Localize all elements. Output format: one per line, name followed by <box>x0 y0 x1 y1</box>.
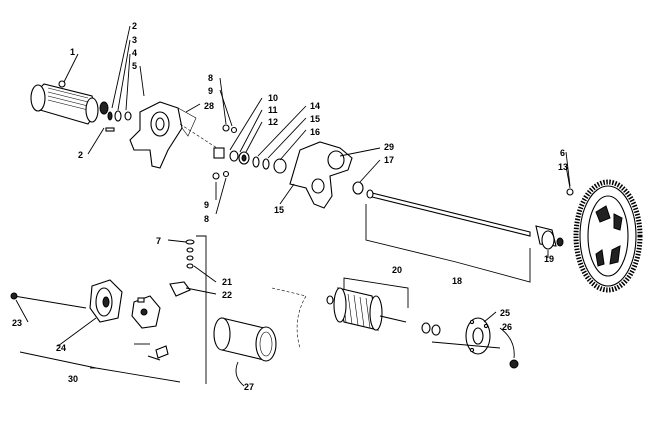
label-8b: 8 <box>204 214 209 224</box>
label-9b: 9 <box>204 200 209 210</box>
label-25: 25 <box>500 308 510 318</box>
washer-stack <box>213 147 287 174</box>
bushing <box>352 181 364 195</box>
label-2b: 2 <box>78 150 83 160</box>
label-21: 21 <box>222 277 232 287</box>
label-2: 2 <box>132 21 137 31</box>
armature <box>326 287 407 331</box>
armature-washer-b <box>431 324 441 336</box>
armature-washer-a <box>421 322 431 334</box>
label-15: 15 <box>310 114 320 124</box>
nut-26 <box>509 359 519 369</box>
label-12: 12 <box>268 117 278 127</box>
label-13: 13 <box>558 162 568 172</box>
label-22: 22 <box>222 290 232 300</box>
mounting-bracket <box>129 101 197 169</box>
label-29: 29 <box>384 142 394 152</box>
drive-shaft <box>366 189 564 250</box>
label-3: 3 <box>132 35 137 45</box>
label-23: 23 <box>12 318 22 328</box>
support-bracket <box>289 141 353 209</box>
bolts-8-9 <box>212 124 238 180</box>
label-8: 8 <box>208 73 213 83</box>
label-30: 30 <box>68 374 78 384</box>
label-19: 19 <box>544 254 554 264</box>
motor-housing <box>213 317 277 362</box>
label-20: 20 <box>392 265 402 275</box>
label-18: 18 <box>452 276 462 286</box>
brush-holder <box>89 279 123 323</box>
label-27: 27 <box>244 382 254 392</box>
label-14: 14 <box>310 101 320 111</box>
label-16: 16 <box>310 127 320 137</box>
label-5: 5 <box>132 61 137 71</box>
ring-gear <box>566 179 643 293</box>
label-4: 4 <box>132 48 137 58</box>
part-labels: 1 2 3 4 5 2 28 8 9 10 11 12 14 15 16 29 … <box>12 21 568 392</box>
label-1: 1 <box>70 47 75 57</box>
label-26: 26 <box>502 322 512 332</box>
label-17: 17 <box>384 155 394 165</box>
label-11: 11 <box>268 105 278 115</box>
label-28: 28 <box>204 101 214 111</box>
label-10: 10 <box>268 93 278 103</box>
terminal-parts <box>147 239 195 361</box>
washers-3-4-5 <box>105 110 132 132</box>
through-bolt <box>13 295 87 309</box>
brush-plate <box>131 295 161 329</box>
starter-motor <box>30 80 109 125</box>
leader-lines <box>15 25 571 387</box>
label-7: 7 <box>156 236 161 246</box>
label-6: 6 <box>560 148 565 158</box>
end-cap <box>465 317 491 355</box>
label-24: 24 <box>56 343 66 353</box>
label-15b: 15 <box>274 205 284 215</box>
label-9: 9 <box>208 86 213 96</box>
